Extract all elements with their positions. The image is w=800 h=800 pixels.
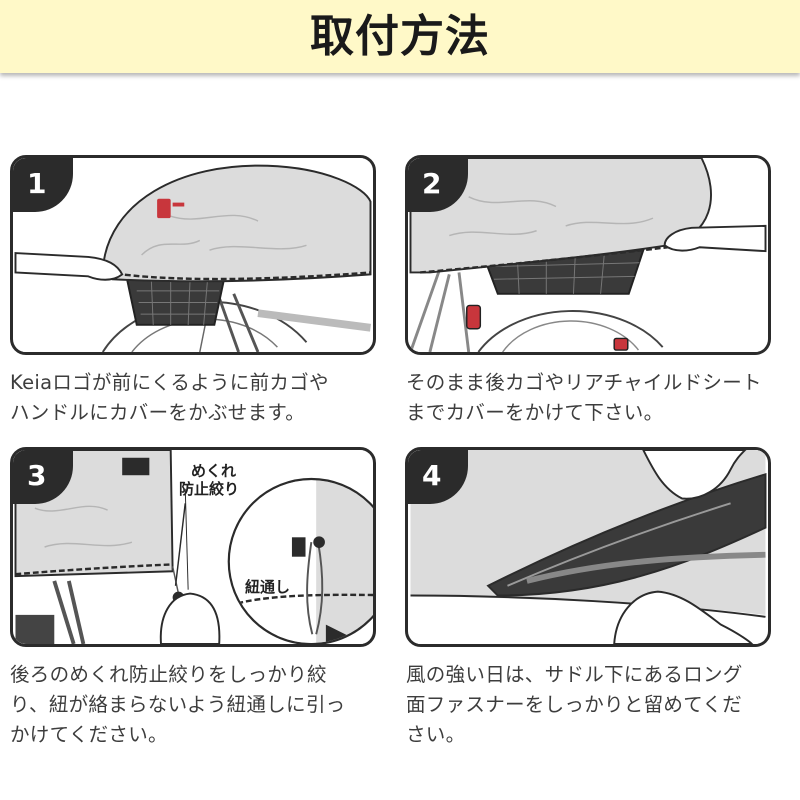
cinch-callout-label: めくれ 防止絞り — [179, 462, 240, 498]
step-3-illustration: 3 めくれ 防止絞り 紐通し — [10, 447, 376, 647]
step-1-illustration: 1 — [10, 155, 376, 355]
loop-callout-label: 紐通し — [245, 578, 291, 596]
bike-rear-cover-drawing — [409, 158, 767, 352]
step-3-caption: 後ろのめくれ防止絞りをしっかり絞 り、紐が絡まらないよう紐通しに引っ かけてくだ… — [10, 663, 346, 746]
brand-logo-mark — [157, 198, 185, 219]
step-2-caption: そのまま後カゴやリアチャイルドシート までカバーをかけて下さい。 — [406, 371, 762, 424]
page-title: 取付方法 — [310, 11, 490, 62]
step-4-illustration: 4 — [405, 447, 771, 647]
header-banner: 取付方法 — [0, 0, 800, 73]
step-1-caption: Keiaロゴが前にくるように前カゴや ハンドルにカバーをかぶせます。 — [10, 371, 329, 424]
step-2-illustration: 2 — [405, 155, 771, 355]
fastener-drawing — [410, 450, 767, 644]
step-4-badge: 4 — [408, 450, 468, 504]
step-4-caption: 風の強い日は、サドル下にあるロング 面ファスナーをしっかりと留めてくだ さい。 — [406, 663, 743, 746]
cinch-cord-drawing — [14, 450, 373, 644]
bike-front-cover-drawing — [14, 158, 372, 352]
